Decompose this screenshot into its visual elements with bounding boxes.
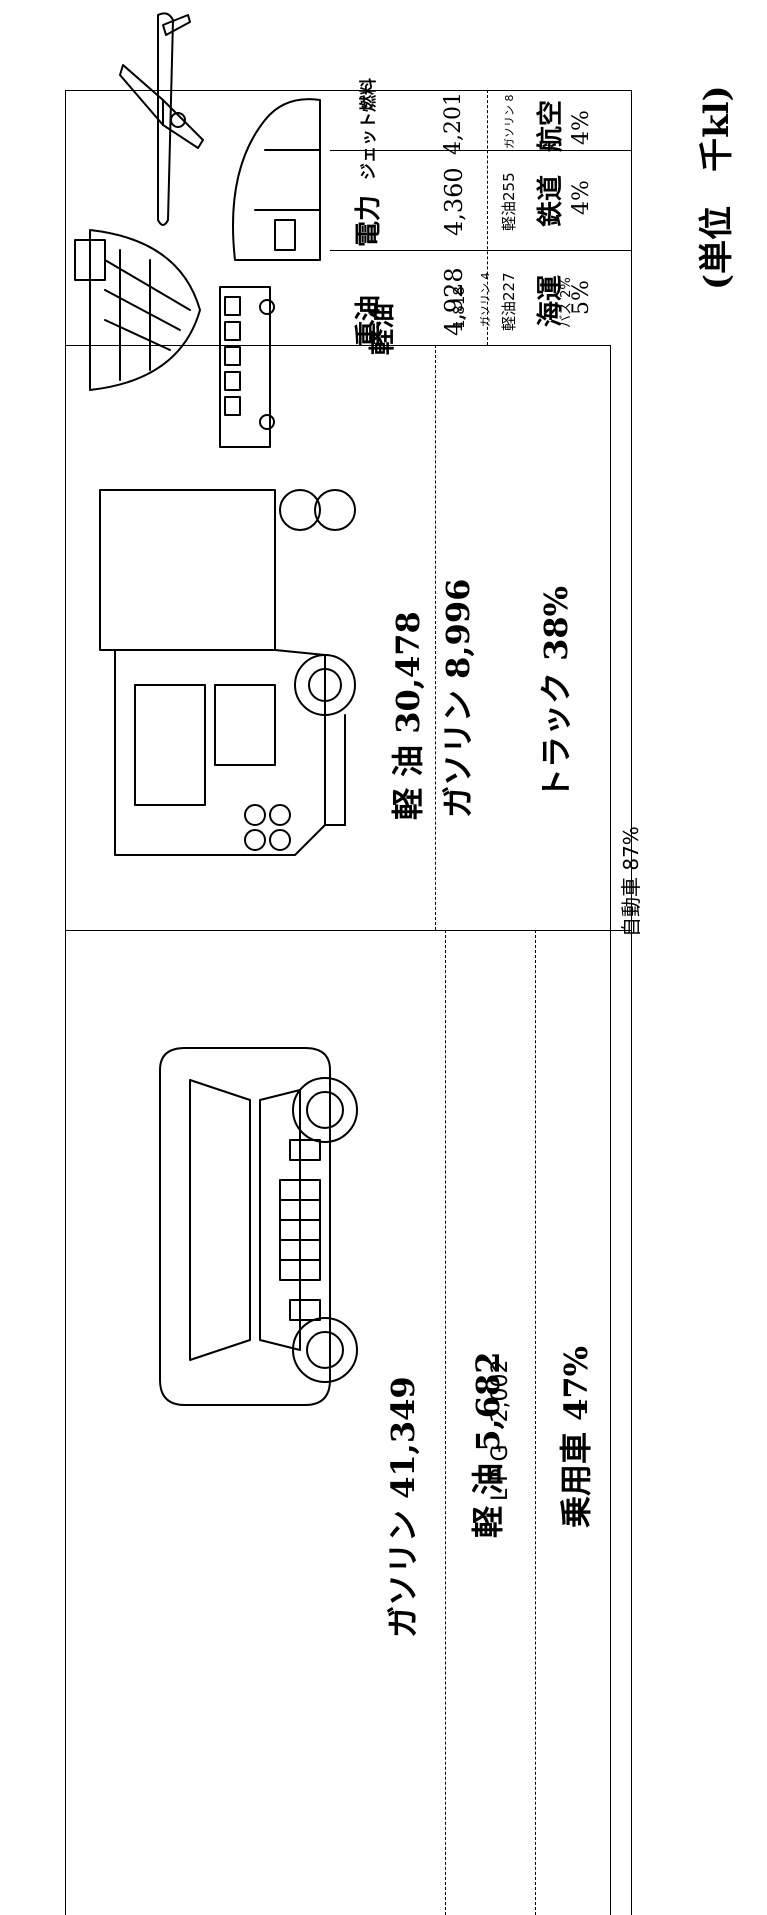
airplane-illustration (119, 12, 204, 226)
rail-sub: 軽油255 (500, 172, 518, 231)
ship-share-pct: 5% (569, 280, 594, 315)
divider-ship-rail (330, 150, 631, 151)
car-share-label: 乗用車 47% (557, 1345, 595, 1528)
dash-car-gas (445, 930, 446, 1915)
truck-illustration (99, 489, 356, 856)
train-illustration (232, 98, 321, 261)
truck-diesel-label: 軽 油 30,478 (389, 611, 427, 820)
ship-value: 4,928 (440, 267, 468, 336)
aviation-share-pct: 4% (569, 110, 594, 145)
bus-illustration (219, 286, 275, 448)
rail-share-label: 鉄道 (536, 174, 566, 227)
rail-share-pct: 4% (569, 180, 594, 215)
aviation-value: 4,201 (441, 92, 466, 155)
divider-car-truck (65, 930, 631, 931)
share-column-line (610, 345, 611, 1915)
truck-share-label: トラック 38% (537, 585, 575, 800)
dash-truck (435, 345, 436, 930)
ship-sub: 軽油227 (500, 272, 518, 331)
divider-bus-ship (330, 250, 631, 251)
ship-share-label: 海運 (536, 274, 566, 327)
frame-top (65, 90, 631, 91)
aviation-sub: ガソリン 8 (503, 94, 516, 150)
frame-left (65, 90, 66, 1915)
dash-car-lpg (535, 930, 536, 1915)
divider-truck-bus (65, 345, 610, 346)
bus-gasoline-value: ガソリン 4 (479, 272, 492, 328)
unit-label: (単位 千kl) (697, 85, 737, 290)
automobile-total-label: 自動車 87% (619, 826, 643, 937)
car-gasoline-label: ガソリン 41,349 (384, 1376, 422, 1638)
rail-value: 4,360 (440, 167, 468, 236)
car-lpg-label: L P G 2,002 (488, 1359, 513, 1501)
aviation-share-label: 航空 (536, 99, 566, 152)
frame-right (631, 90, 632, 1915)
ship-fuel-label: 重油 (354, 294, 384, 347)
ship-illustration (74, 229, 201, 391)
aviation-fuel-label: ジェット燃料 (359, 78, 379, 180)
car-illustration (159, 1047, 358, 1406)
dash-small-sub (487, 90, 488, 345)
truck-gasoline-label: ガソリン 8,996 (439, 578, 477, 818)
